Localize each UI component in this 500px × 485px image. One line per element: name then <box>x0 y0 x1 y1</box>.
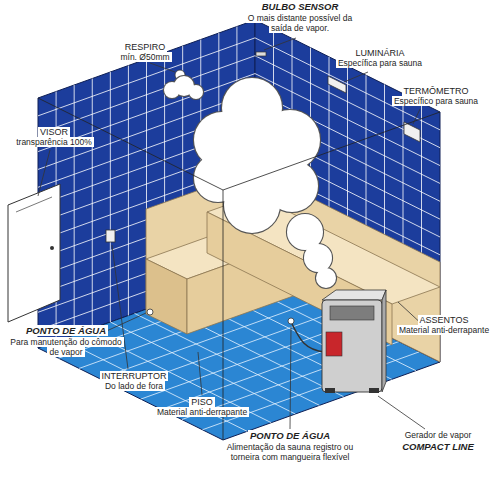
label-text: O mais distante possível da saída de vap… <box>246 13 354 33</box>
cloud-fill <box>189 85 203 99</box>
lamp <box>328 76 346 93</box>
cloud-fill <box>224 177 280 233</box>
leader-line <box>198 352 202 395</box>
label-text: Para manutenção do cômodo de vapor <box>8 337 124 357</box>
label-text: LUMINÁRIA <box>353 48 406 58</box>
thermometer <box>404 122 420 142</box>
label-text: transparência 100% <box>14 137 94 147</box>
label-note: Gerador de vapor <box>380 431 496 441</box>
sensor-bulb <box>256 52 266 56</box>
cloud-fill <box>316 268 336 288</box>
label-note: Material anti-derrapante <box>146 408 258 418</box>
leader-line <box>264 38 296 50</box>
steam-cloud <box>164 76 336 288</box>
label-heading: COMPACT LINE <box>380 442 496 453</box>
label-heading: TERMÔMETRO <box>378 86 494 96</box>
label-text: ASSENTOS <box>418 315 471 325</box>
label-text: mín. Ø50mm <box>118 52 171 62</box>
leader-line <box>112 245 128 369</box>
leader-line <box>378 396 425 429</box>
cloud-outline <box>224 177 280 233</box>
label-text: TERMÔMETRO <box>402 86 471 96</box>
leader-line <box>344 72 368 82</box>
label-note: Para manutenção do cômodo de vapor <box>4 338 128 358</box>
door <box>8 184 60 322</box>
label-note: Alimentação da sauna registro ou torneir… <box>222 443 358 463</box>
label-text: PONTO DE ÁGUA <box>248 430 332 441</box>
tile-grid <box>38 27 440 432</box>
door-handle <box>50 246 54 250</box>
cloud-outline <box>316 268 336 288</box>
water-point <box>288 318 294 324</box>
label-heading: BULBO SENSOR <box>228 2 372 13</box>
label-note: Específico para sauna <box>378 97 494 107</box>
label-note: mín. Ø50mm <box>105 53 185 63</box>
label-heading: PONTO DE ÁGUA <box>222 431 358 442</box>
cloud-outline <box>189 85 203 99</box>
bench-side <box>146 259 187 334</box>
label-text: COMPACT LINE <box>400 441 476 452</box>
leader-line <box>290 327 291 429</box>
label-text: INTERRUPTOR <box>100 371 169 381</box>
label-heading: PONTO DE ÁGUA <box>4 326 128 337</box>
switch <box>106 230 115 242</box>
label-text: VISOR <box>38 127 70 137</box>
door-detail <box>16 197 52 212</box>
label-note: Do lado de fora <box>84 382 184 392</box>
hose <box>292 324 325 352</box>
water-point <box>147 309 153 315</box>
label-text: Gerador de vapor <box>403 430 474 440</box>
label-heading: INTERRUPTOR <box>84 371 184 381</box>
cloud-fill <box>304 244 332 272</box>
label-note: Específica para sauna <box>325 59 435 69</box>
tile-line <box>202 352 419 430</box>
label-note: transparência 100% <box>4 138 104 148</box>
label-text: Material anti-derrapante <box>397 325 491 335</box>
label-note: O mais distante possível da saída de vap… <box>236 14 364 34</box>
leader-line <box>413 109 420 124</box>
label-text: PONTO DE ÁGUA <box>24 325 108 336</box>
leader-line <box>150 63 175 72</box>
label-text: PISO <box>189 397 215 407</box>
label-text: Específica para sauna <box>336 58 424 68</box>
leader-line <box>38 150 50 196</box>
label-text: Alimentação da sauna registro ou torneir… <box>225 442 356 462</box>
label-heading: RESPIRO <box>105 42 185 52</box>
cloud-fill <box>222 78 282 138</box>
label-heading: PISO <box>146 397 258 407</box>
label-heading: ASSENTOS <box>392 315 496 325</box>
label-text: Material anti-derrapante <box>155 407 249 417</box>
room-edges <box>38 98 440 440</box>
steam-generator <box>322 290 386 393</box>
label-text: RESPIRO <box>123 42 168 52</box>
label-note: Material anti-derrapante <box>392 326 496 336</box>
label-heading: VISOR <box>4 127 104 137</box>
label-text: Do lado de fora <box>103 381 165 391</box>
label-text: Específico para sauna <box>392 96 480 106</box>
cloud-outline <box>222 78 282 138</box>
cloud-outline <box>304 244 332 272</box>
label-text: BULBO SENSOR <box>260 1 341 12</box>
label-heading: LUMINÁRIA <box>325 48 435 58</box>
